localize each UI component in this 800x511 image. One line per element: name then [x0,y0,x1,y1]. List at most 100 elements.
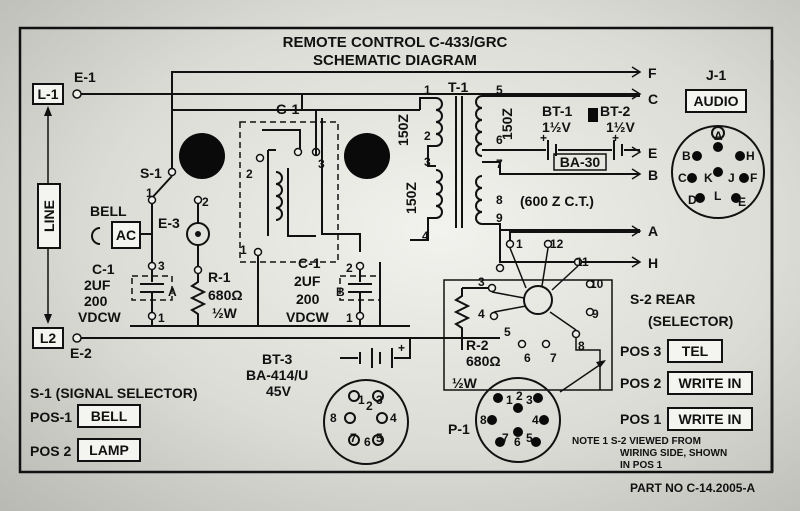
ba30-label: BA-30 [560,154,601,170]
bell-ac-box [111,221,141,249]
bt3-socket-pin-1: 1 [358,393,365,407]
terminal-e2-label: E-2 [70,345,92,361]
r1-label-0: R-1 [208,269,231,285]
t1-imp-primary-upper: 150Z [395,114,411,146]
line-label-box [37,183,61,249]
c1-mid-pin-2: 2 [346,261,353,275]
arrow-to-s2 [559,361,605,393]
title-line-1: REMOTE CONTROL C-433/GRC [283,34,508,51]
bt2-label-1: 1½V [606,119,635,135]
t1-secondary-lower [475,175,483,225]
title-line-2: SCHEMATIC DIAGRAM [313,52,477,69]
g1-enclosure [239,121,339,263]
g1-frame [287,168,316,237]
terminal-f-label: F [648,65,657,81]
g1-coil [275,171,283,221]
s2-legend-pos-1: POS 1 [620,411,661,427]
j1-pins [687,142,749,203]
r2-label-2: ½W [452,375,478,391]
mounting-hole-right [344,133,390,179]
p1-pin-3: 3 [526,393,533,407]
c1-mid-b: B [336,285,345,299]
s2-legend-value-2: WRITE IN [679,375,742,391]
s2-frame [443,279,613,391]
j1-pin-k: K [704,171,713,185]
c1-mid-label-1: 2UF [294,273,321,289]
s2-pos-12: 12 [550,237,564,251]
wire-t1-primary [410,97,436,241]
bell-label: BELL [90,203,127,219]
s2-wipers [491,247,579,331]
j1-pin-a: A [714,129,723,143]
s1-label: S-1 [140,165,162,181]
s1-legend-title: S-1 (SIGNAL SELECTOR) [30,385,198,401]
c1-left-label-3: VDCW [78,309,122,325]
bt3-socket-pin-3: 3 [376,393,383,407]
g1-pin-2: 2 [246,167,253,181]
wire-t1-secondary [482,95,640,175]
s2-pos-7: 7 [550,351,557,365]
c1-mid-label-2: 200 [296,291,320,307]
terminal-e2-post [72,333,82,343]
bt3-socket-pin-6: 6 [364,435,371,449]
s2-legend-value-1: WRITE IN [679,411,742,427]
terminal-l1-box [32,83,64,105]
wire-g1-cap [321,118,361,252]
lamp-filament [195,231,201,237]
s2-pos-9: 9 [592,307,599,321]
s2-rotor [523,285,553,315]
s2-legend-value-2-box [667,371,753,395]
c1-left-a: A [168,285,177,299]
s1-contact-1 [167,167,177,177]
wire-f-bus [171,71,640,110]
j1-label: J-1 [706,67,726,83]
j1-pin-b: B [682,149,691,163]
t1-tap-6: 6 [496,133,503,147]
s2-legend-title-1: S-2 REAR [630,291,695,307]
line-arrow-head-up [44,106,52,116]
j1-pin-j: J [728,171,735,185]
s2-legend-pos-3: POS 3 [620,343,661,359]
terminal-e1-label: E-1 [74,69,96,85]
note-line-1: NOTE 1 S-2 VIEWED FROM [572,436,701,447]
c1-mid-terminal-2 [355,261,365,271]
p1-pin-2: 2 [516,389,523,403]
wire-bt3 [340,338,411,359]
arrow-e [631,146,642,158]
s1-legend-pos-1: POS-1 [30,409,72,425]
c1-left-terminal-1 [147,311,157,321]
s2-legend-pos-2: POS 2 [620,375,661,391]
s2-legend-value-3-box [667,339,723,363]
bt3-plus: + [398,341,405,355]
battery-socket [323,379,409,465]
terminal-e1-post [72,89,82,99]
bt3-socket-pin-5: 5 [376,431,383,445]
r1-label-2: ½W [212,305,238,321]
s1-legend-value-1: BELL [91,408,128,424]
audio-label: AUDIO [693,93,738,109]
e3-label: E-3 [158,215,180,231]
j1-pin-e: E [738,195,746,209]
r2-resistor [453,288,471,350]
terminal-l2-label: L2 [40,330,57,346]
terminal-a-label: A [648,223,658,239]
line-label: LINE [41,200,57,232]
s2-pos-10: 10 [590,277,604,291]
g1-coil-core [267,149,276,236]
bt3-socket-pin-4: 4 [390,411,397,425]
terminal-l1-label: L-1 [38,86,59,102]
g1-terminal-2 [255,153,265,163]
audio-box [685,89,747,113]
s1-pin-2: 2 [202,195,209,209]
bell-icon [91,227,101,245]
j1-pin-l: L [714,189,721,203]
s1-pivot [147,195,157,205]
terminal-c-label: C [648,91,658,107]
t1-tap-2: 2 [424,129,431,143]
t1-ct-label: (600 Z C.T.) [520,193,594,209]
bt1-label-1: 1½V [542,119,571,135]
part-number: PART NO C-14.2005-A [630,481,755,495]
t1-primary-upper [435,97,443,147]
note-line-2: WIRING SIDE, SHOWN [620,448,727,459]
